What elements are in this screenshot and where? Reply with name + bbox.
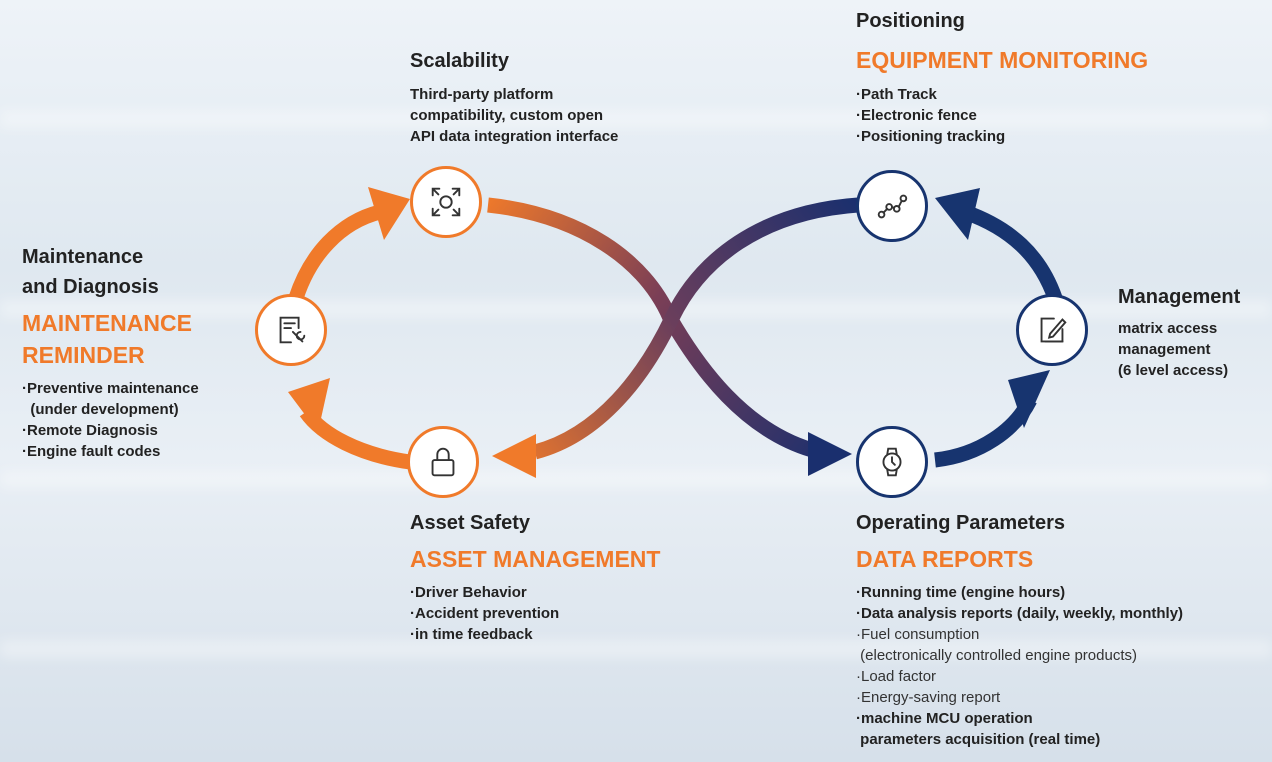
asset-items: ·Driver Behavior ·Accident prevention ·i… (410, 582, 559, 645)
arrow-head-to-management (1008, 370, 1050, 428)
lock-icon (431, 447, 455, 477)
loop-strand-scalability-to-reports (487, 197, 815, 458)
arrow-head-to-positioning (935, 188, 980, 240)
list-item: ·Remote Diagnosis (22, 422, 158, 439)
list-item: ·Energy-saving report (856, 689, 1001, 706)
list-item: parameters acquisition (real time) (856, 731, 1101, 748)
loop-arc-right-top (962, 204, 1063, 301)
list-item: (electronically controlled engine produc… (856, 647, 1137, 664)
data-reports-headline: DATA REPORTS (856, 546, 1034, 572)
maintenance-icon (279, 316, 306, 344)
list-item: ·Engine fault codes (22, 443, 161, 460)
data-reports-node (856, 426, 928, 498)
positioning-items: ·Path Track ·Electronic fence ·Positioni… (856, 84, 1005, 147)
list-item: ·Driver Behavior (410, 584, 527, 601)
watch-icon (882, 447, 902, 477)
asset-management-headline: ASSET MANAGEMENT (410, 546, 661, 572)
list-item: ·Running time (engine hours) (856, 584, 1066, 601)
list-item: ·Positioning tracking (856, 128, 1006, 145)
scalability-description: Third-party platform compatibility, cust… (410, 86, 619, 145)
asset-safety-title: Asset Safety (410, 512, 531, 534)
list-item: ·Electronic fence (856, 107, 977, 124)
positioning-node (856, 170, 928, 242)
list-item: ·Preventive maintenance (22, 380, 199, 397)
list-item: ·machine MCU operation (856, 710, 1033, 727)
list-item: ·Fuel consumption (856, 626, 980, 643)
arrow-head-to-scalability (368, 187, 410, 240)
list-item: ·Load factor (856, 668, 937, 685)
operating-items: ·Running time (engine hours) ·Data analy… (856, 582, 1183, 750)
operating-parameters-title: Operating Parameters (856, 512, 1065, 534)
route-icon (877, 194, 908, 219)
arrow-head-to-asset-safety (492, 434, 536, 478)
scalability-node (410, 166, 482, 238)
scalability-title: Scalability (410, 50, 509, 72)
edit-icon (1040, 317, 1067, 343)
management-node (1016, 294, 1088, 366)
maintenance-title: Maintenance and Diagnosis (22, 246, 159, 298)
list-item: (under development) (22, 401, 179, 418)
maintenance-headline: MAINTENANCE REMINDER (22, 310, 192, 368)
list-item: ·Data analysis reports (daily, weekly, m… (856, 605, 1184, 622)
arrow-head-to-data-reports (808, 432, 852, 476)
arrow-head-to-maintenance (288, 378, 330, 432)
loop-arc-left-bottom (299, 407, 412, 470)
management-description: matrix access management (6 level access… (1118, 320, 1229, 379)
asset-safety-node (407, 426, 479, 498)
list-item: ·Path Track (856, 86, 937, 103)
maintenance-node (255, 294, 327, 366)
loop-arc-right-bottom (934, 396, 1037, 468)
scan-icon (431, 187, 461, 217)
list-item: ·in time feedback (410, 626, 533, 643)
positioning-title: Positioning (856, 10, 965, 32)
list-item: ·Accident prevention (410, 605, 560, 622)
positioning-headline: EQUIPMENT MONITORING (856, 47, 1149, 73)
maintenance-items: ·Preventive maintenance (under developme… (22, 378, 199, 462)
loop-arc-left-top (288, 204, 383, 301)
loop-strand-positioning-to-asset (532, 197, 859, 460)
management-title: Management (1118, 286, 1241, 308)
